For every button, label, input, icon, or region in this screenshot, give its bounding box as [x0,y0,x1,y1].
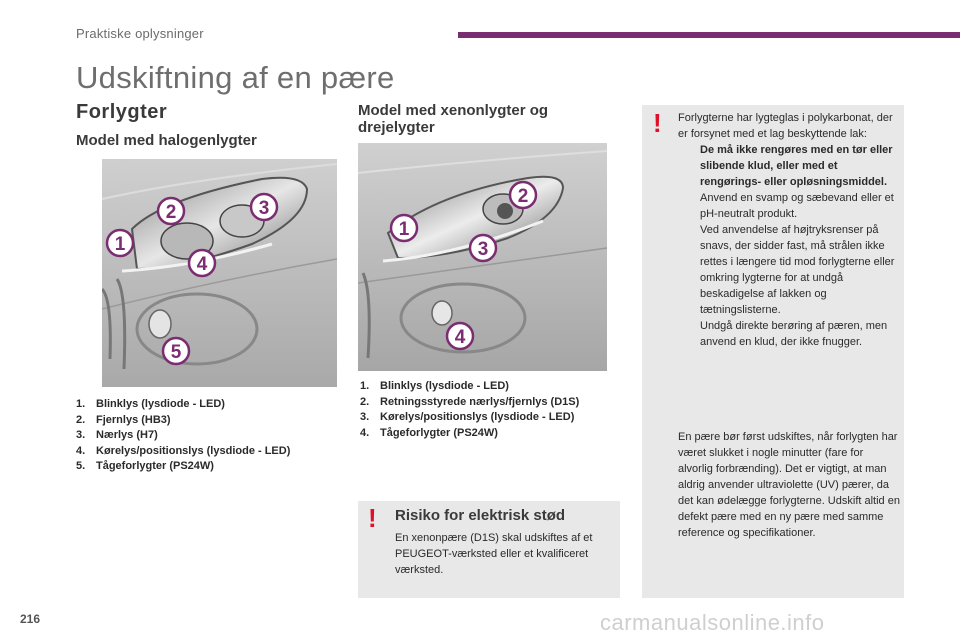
callout-3: 3 [468,233,498,263]
callout-5-label: 5 [171,342,182,363]
warning-note: En pære bør først udskiftes, når forlygt… [678,431,900,539]
callout-2-label: 2 [518,186,529,207]
warning-icon: ! [368,503,377,533]
callout-1-label: 1 [115,234,126,255]
halogen-headlamp-photo: 1 2 3 4 5 [102,159,337,387]
halogen-headlamp-illustration: 1 2 3 4 5 [102,159,337,387]
list-item: 1.Blinklys (lysdiode - LED) [360,380,509,392]
list-item: 4.Kørelys/positionslys (lysdiode - LED) [76,444,291,457]
section-label: Praktiske oplysninger [76,26,204,41]
care-warning-box [642,105,904,598]
callout-4-label: 4 [455,327,466,348]
callout-5: 5 [161,336,191,366]
list-item: 1.Blinklys (lysdiode - LED) [76,398,225,410]
callout-3-label: 3 [259,198,270,219]
list-item: 4.Tågeforlygter (PS24W) [360,426,498,439]
section-heading-forlygter: Forlygter [76,101,168,123]
halogen-bulb-list: 1.Blinklys (lysdiode - LED) 2.Fjernlys (… [76,397,306,475]
warning-icon: ! [653,108,662,138]
warning-bullet: Undgå direkte berøring af pæren, men anv… [700,320,888,348]
watermark: carmanualsonline.info [600,610,825,635]
list-item: 3.Nærlys (H7) [76,429,158,441]
callout-2: 2 [156,196,186,226]
warning-bullet: Anvend en svamp og sæbevand eller et pH-… [700,192,894,220]
warning-content: Forlygterne har lygteglas i polykarbonat… [678,110,900,350]
xenon-bulb-list: 1.Blinklys (lysdiode - LED) 2.Retningsst… [360,379,620,441]
xenon-headlamp-illustration: 1 2 3 4 [358,143,607,371]
page-title: Udskiftning af en pære [76,60,395,95]
list-item: 3.Kørelys/positionslys (lysdiode - LED) [360,411,575,423]
callout-2: 2 [508,180,538,210]
callout-2-label: 2 [166,202,177,223]
list-item: 2.Retningsstyrede nærlys/fjernlys (D1S) [360,395,580,408]
callout-3: 3 [249,192,279,222]
callout-1-label: 1 [399,219,410,240]
warning-bullet: De må ikke rengøres med en tør eller sli… [700,144,893,188]
xenon-headlamp-photo: 1 2 3 4 [358,143,607,371]
callout-badges: 1 2 3 4 [389,180,538,351]
xenon-heading: Model med xenonlygter og drejelygter [358,102,549,136]
callout-4-label: 4 [197,254,208,275]
halogen-heading: Model med halogenlygter [76,132,257,149]
callout-3-label: 3 [478,239,489,260]
warning-intro: Forlygterne har lygteglas i polykarbonat… [678,112,893,140]
callout-4: 4 [445,321,475,351]
callout-1: 1 [105,228,135,258]
risk-text: En xenonpære (D1S) skal udskiftes af et … [395,532,593,576]
list-item: 5.Tågeforlygter (PS24W) [76,460,214,472]
list-item: 2.Fjernlys (HB3) [76,413,171,426]
callout-badges: 1 2 3 4 5 [105,192,279,366]
callout-1: 1 [389,213,419,243]
page-number: 216 [20,612,41,626]
electric-shock-warning-box [358,501,620,598]
warning-bullet: Ved anvendelse af højtryksrenser på snav… [700,224,895,316]
risk-title: Risiko for elektrisk stød [395,507,566,524]
header-accent-bar [458,32,960,38]
callout-4: 4 [187,248,217,278]
